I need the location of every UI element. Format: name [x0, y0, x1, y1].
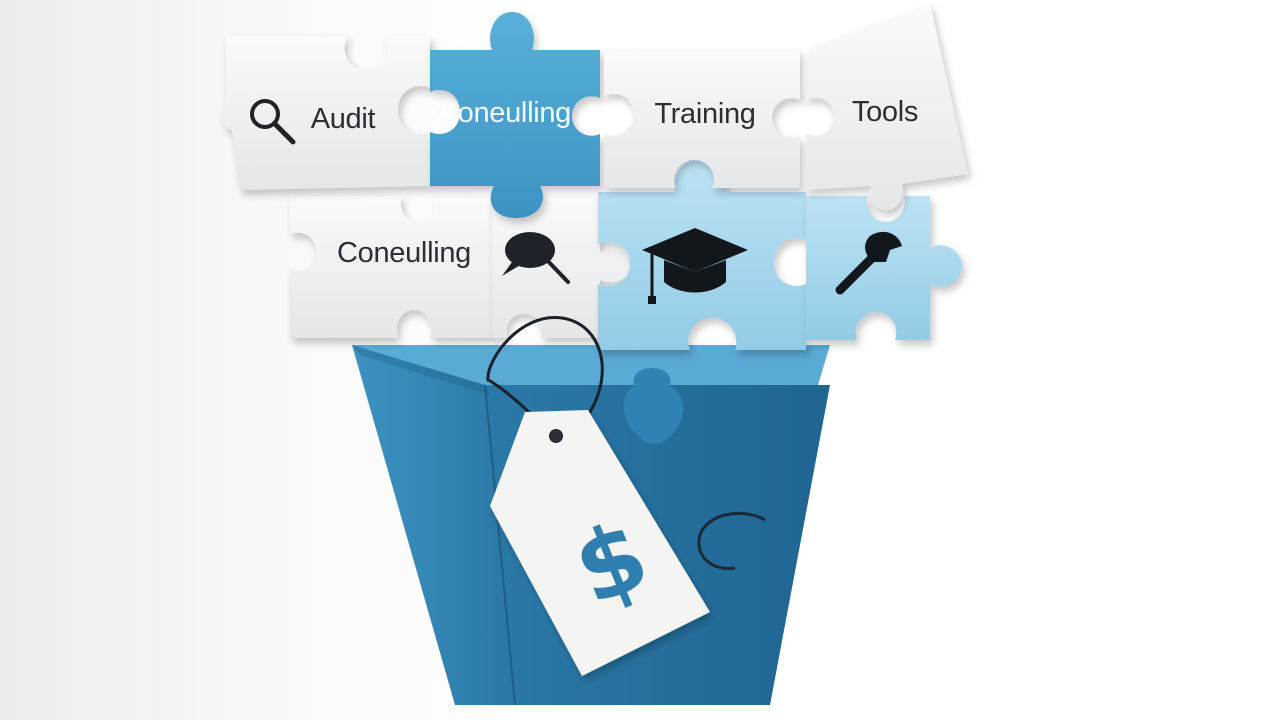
piece-top-tools: [806, 4, 968, 211]
piece-top-consulting: [430, 12, 600, 218]
box-edge: [484, 384, 516, 706]
piece-row2-chat: [492, 196, 630, 338]
box-left-face: [352, 345, 515, 705]
magnifier-icon: [250, 99, 296, 145]
training-label: Training: [654, 98, 755, 130]
price-tag: $: [486, 316, 710, 676]
box-rim-shadow: [352, 345, 490, 395]
box-knob: [623, 368, 684, 444]
piece-row2-tools: [806, 196, 962, 340]
piece-top-training: [604, 50, 800, 188]
piece-top-audit: [222, 36, 430, 190]
box-back-rim: [352, 345, 830, 385]
audit-label: Audit: [311, 103, 376, 135]
price-tag-icon: [490, 410, 710, 676]
row2-consulting-label: Coneulling: [337, 237, 471, 269]
top-consulting-label: Coneulling: [437, 97, 571, 129]
box-socket-outline: [697, 511, 766, 571]
tag-hole: [549, 429, 563, 443]
chat-bubble-icon: [502, 232, 570, 284]
wrench-icon: [835, 231, 902, 295]
piece-row2-consulting: [290, 196, 520, 338]
tools-label: Tools: [852, 96, 918, 128]
graduation-cap-icon: [642, 228, 748, 304]
